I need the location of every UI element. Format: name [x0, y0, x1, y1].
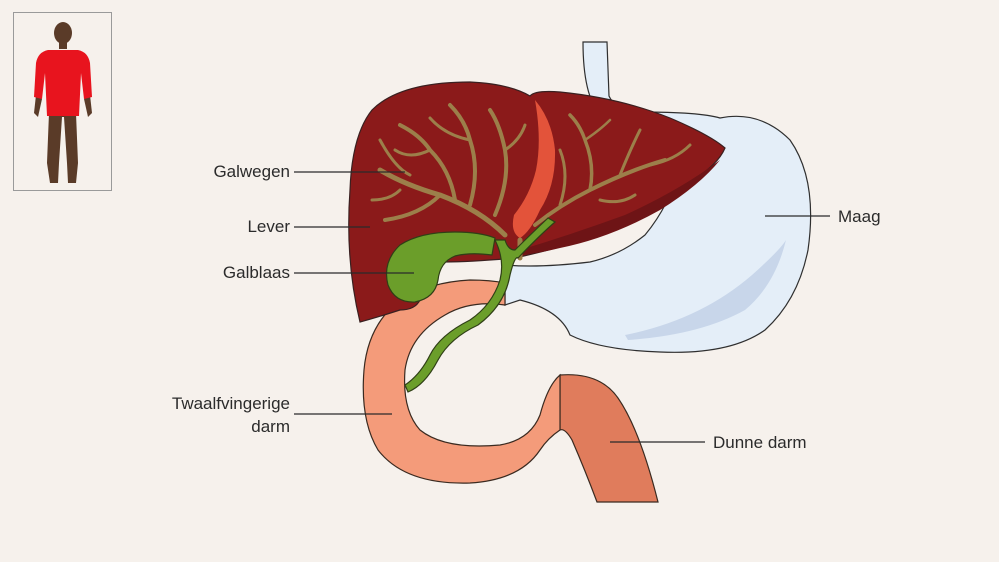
label-dunne-darm: Dunne darm [713, 433, 807, 452]
gallbladder [385, 217, 557, 393]
label-twaalfvingerige-line1: Twaalfvingerige [171, 394, 290, 413]
leader-lines [294, 171, 830, 443]
human-body-torso-highlight-icon [34, 22, 92, 183]
stomach-fold [625, 240, 786, 340]
body-location-inset [13, 12, 112, 191]
label-maag: Maag [838, 207, 881, 226]
label-twaalfvingerige-line2: darm [251, 417, 290, 436]
label-galwegen: Galwegen [213, 162, 290, 181]
small-intestine [559, 374, 659, 503]
label-galblaas: Galblaas [222, 263, 290, 282]
label-lever: Lever [247, 217, 290, 236]
common-bile-duct [404, 217, 557, 393]
bile-ducts [370, 103, 692, 261]
